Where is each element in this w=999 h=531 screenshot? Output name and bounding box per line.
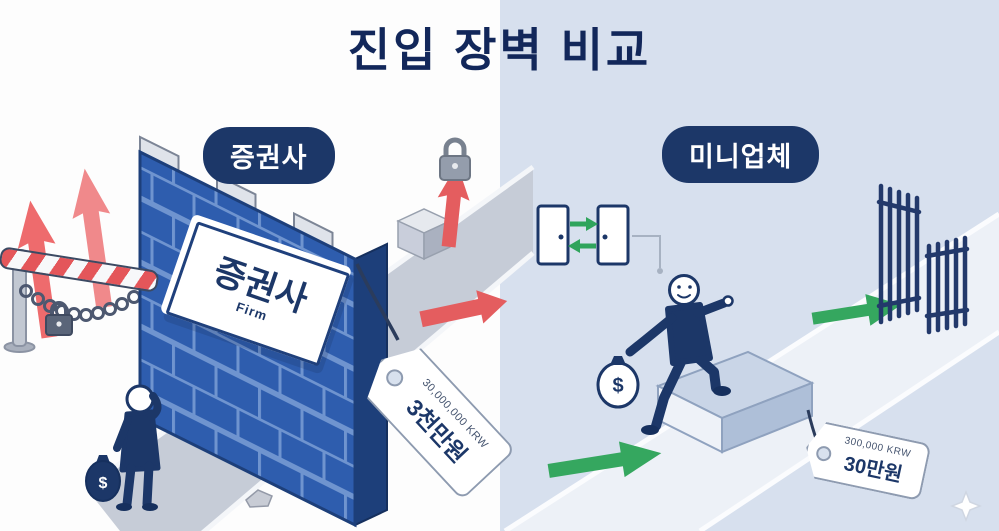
- rock: [245, 489, 273, 508]
- left-badge: 증권사: [203, 127, 335, 184]
- door-left: [536, 204, 570, 266]
- chain-padlock-keyhole: [56, 321, 62, 327]
- right-person-head: [668, 274, 700, 306]
- right-money-bag-knot: [610, 356, 626, 365]
- chain-link: [79, 308, 93, 322]
- right-person-eye: [677, 285, 681, 289]
- left-person-legs: [122, 461, 154, 509]
- left-money-bag-symbol: $: [99, 475, 108, 492]
- chain-link: [115, 297, 129, 311]
- right-tag-hole: [815, 445, 833, 463]
- chain-link: [91, 306, 105, 320]
- icon-connector-dot: [657, 268, 663, 274]
- gate-rail: [924, 246, 970, 259]
- platform-right-face: [721, 381, 813, 454]
- left-person-arm-raised: [147, 392, 162, 421]
- right-person-arm-open: [693, 298, 729, 318]
- chain-padlock-shackle: [50, 301, 68, 316]
- icon-connector-line: [632, 235, 661, 268]
- tag-rope-left: [355, 263, 400, 341]
- right-person: [625, 274, 734, 435]
- right-person-foot: [713, 386, 731, 396]
- door-right: [596, 204, 630, 266]
- sparkle-icon: [949, 489, 983, 523]
- gate-rail: [876, 295, 922, 309]
- red-up-arrow-right: [437, 164, 470, 248]
- chain-link: [31, 292, 45, 306]
- left-money-bag: $: [85, 455, 121, 502]
- right-money-bag-symbol: $: [612, 375, 623, 397]
- green-arrow-bottom: [547, 441, 662, 478]
- green-arrow-bottom-shape: [547, 441, 662, 478]
- chain-padlock-icon: [45, 301, 73, 336]
- lock-keyhole: [452, 163, 458, 169]
- left-person-arm-down: [113, 416, 132, 452]
- right-money-bag: $: [596, 356, 640, 409]
- red-up-arrow-tall: [72, 168, 113, 309]
- right-badge: 미니업체: [662, 126, 820, 183]
- red-right-arrow-shape: [419, 290, 508, 328]
- page-title: 진입 장벽 비교: [347, 24, 652, 76]
- red-right-arrow: [419, 290, 508, 328]
- chain-link: [127, 290, 141, 304]
- chain-link: [19, 284, 33, 298]
- left-tag-hole: [383, 366, 407, 390]
- right-person-smile: [677, 294, 691, 299]
- exchange-arrow-left-head: [568, 239, 580, 253]
- left-person-head: [125, 384, 155, 414]
- lock-shackle: [443, 137, 467, 158]
- right-person-torso: [665, 302, 713, 366]
- door-left-knob: [558, 234, 564, 240]
- lock-icon: [439, 137, 471, 181]
- open-gate-left: [876, 183, 922, 325]
- right-person-hand: [722, 295, 734, 307]
- open-gate-right: [924, 235, 970, 335]
- exchange-arrow-right-head: [586, 217, 598, 231]
- right-person-arm-bag: [625, 313, 677, 357]
- door-right-knob: [602, 234, 608, 240]
- chain-link: [103, 302, 117, 316]
- gate-rail: [924, 307, 970, 319]
- left-money-bag-body: [85, 460, 121, 502]
- left-person-foot: [116, 503, 132, 511]
- left-person: [113, 384, 162, 511]
- low-step-platform: [655, 350, 820, 454]
- right-person-foot: [641, 425, 659, 435]
- right-person-eye: [688, 285, 692, 289]
- doors-exchange-icon: [536, 204, 663, 274]
- red-up-arrow-tall-shape: [72, 168, 113, 309]
- left-person-foot: [142, 503, 158, 511]
- right-person-back-leg: [651, 355, 687, 431]
- gate-rail: [876, 199, 922, 215]
- red-up-arrow-right-shape: [437, 164, 470, 248]
